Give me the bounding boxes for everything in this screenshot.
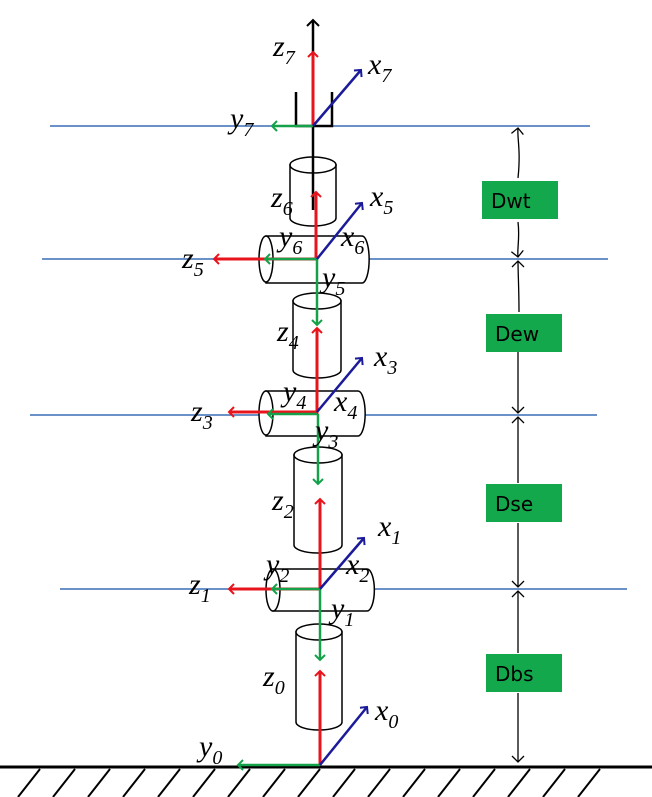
x6-label: x6	[340, 220, 364, 259]
x7-axis	[312, 68, 363, 127]
y6-label: y6	[276, 220, 302, 259]
z0-label: z0	[262, 660, 285, 699]
x4-label: x4	[333, 385, 357, 424]
x3-axis	[316, 356, 364, 413]
z2-label: z2	[271, 484, 294, 523]
x7-label: x7	[367, 48, 392, 87]
x1-label: x1	[377, 510, 401, 549]
dimension-boxes: Dwt Dew Dse Dbs	[482, 181, 562, 692]
y1-label: y1	[328, 592, 354, 631]
y4-label: y4	[280, 375, 306, 414]
x3-label: x3	[373, 340, 397, 379]
z5-label: z5	[181, 242, 204, 281]
z4-label: z4	[276, 315, 299, 354]
x0-label: x0	[374, 694, 398, 733]
z1-label: z1	[188, 568, 211, 607]
dbs-label: Dbs	[495, 662, 534, 686]
z6-label: z6	[270, 181, 293, 220]
dwt-dimension	[511, 127, 524, 179]
x5-axis	[316, 201, 364, 260]
x2-label: x2	[345, 548, 369, 587]
dse-box	[486, 484, 562, 522]
dse-label: Dse	[495, 492, 533, 516]
y-axes	[236, 120, 326, 771]
axis-labels: z7 x7 y7 z6 y6 x6 x5 z5 y5 z4 y4 x4 x3 z…	[181, 30, 401, 769]
z3-label: z3	[190, 395, 213, 434]
dew-label: Dew	[495, 322, 539, 346]
y7-label: y7	[227, 102, 254, 141]
x0-axis	[319, 705, 369, 766]
dwt-label: Dwt	[491, 189, 531, 213]
ground	[0, 765, 652, 797]
dew-dimension	[511, 260, 525, 313]
x-axes	[312, 68, 369, 766]
y3-label: y3	[312, 414, 338, 453]
dbs-box	[486, 654, 562, 692]
dwt-box	[482, 181, 558, 219]
dimension-lines	[510, 127, 525, 763]
dew-box	[486, 314, 562, 352]
y2-label: y2	[263, 548, 289, 587]
x1-axis	[319, 536, 366, 590]
y5-label: y5	[319, 261, 345, 300]
y0-label: y0	[196, 730, 222, 769]
z7-label: z7	[272, 30, 296, 69]
x5-label: x5	[369, 180, 393, 219]
